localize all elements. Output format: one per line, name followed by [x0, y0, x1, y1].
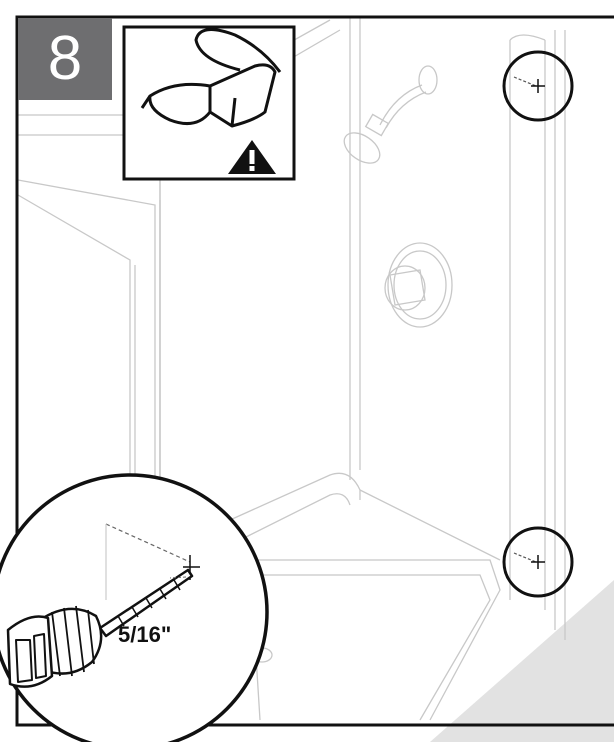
- drill-bit-size-label: 5/16": [118, 622, 171, 648]
- drill-point-top: [504, 52, 572, 120]
- step-number: 8: [18, 18, 112, 100]
- floor-shading: [430, 580, 614, 742]
- drill-point-bottom: [504, 528, 572, 596]
